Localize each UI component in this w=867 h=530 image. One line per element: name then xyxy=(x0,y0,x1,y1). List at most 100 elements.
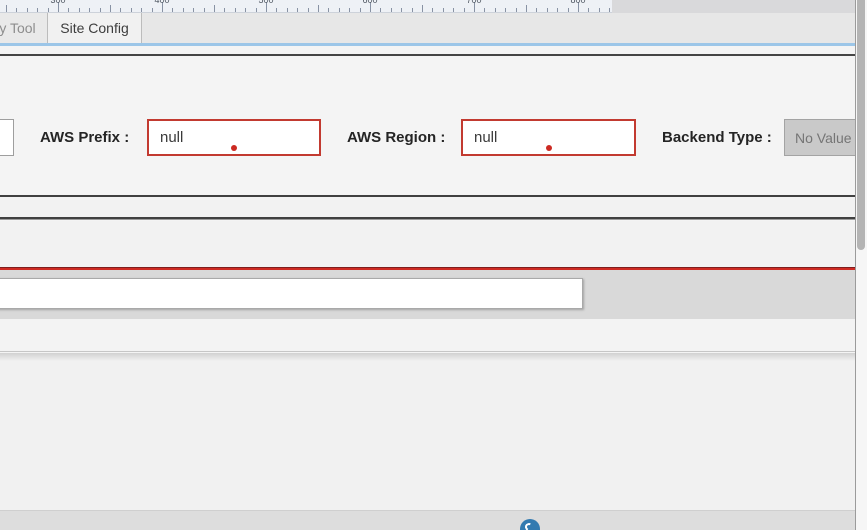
ruler-tick xyxy=(89,8,91,12)
ruler-tick xyxy=(16,8,18,12)
ruler-tick xyxy=(474,2,475,12)
ruler-tick xyxy=(151,8,153,12)
ruler-tick xyxy=(588,8,590,12)
ruler-tick xyxy=(182,8,184,12)
ruler-tick xyxy=(266,2,267,12)
ruler-tick xyxy=(370,2,371,12)
tab-query-tool[interactable]: y Tool xyxy=(0,13,48,43)
aws-region-label: AWS Region : xyxy=(347,129,446,146)
panel-splitter-red[interactable] xyxy=(0,267,855,270)
backend-type-value: No Value xyxy=(795,129,852,146)
backend-type-disabled-box: No Value xyxy=(784,119,867,156)
ruler-tick xyxy=(505,8,507,12)
ruler-tick xyxy=(598,8,600,12)
validation-dot xyxy=(545,145,552,151)
tab-bar: y Tool Site Config xyxy=(0,13,867,43)
ruler-tick xyxy=(120,8,122,12)
ruler-tick xyxy=(338,8,340,12)
ruler-tick xyxy=(286,8,288,12)
ruler-tick xyxy=(349,8,351,12)
aws-region-field-wrapper xyxy=(461,119,636,156)
ruler-label: 700 xyxy=(466,0,482,5)
floating-action-button[interactable] xyxy=(520,519,540,530)
ruler-tick xyxy=(307,8,309,12)
ruler-label: 600 xyxy=(362,0,378,5)
tab-site-config[interactable]: Site Config xyxy=(48,13,142,43)
ruler-tick xyxy=(546,8,548,12)
ruler-tick xyxy=(463,8,465,12)
ruler-tick xyxy=(58,2,59,12)
ruler-tick xyxy=(255,8,257,12)
ruler-tick xyxy=(6,5,7,12)
ruler-tick xyxy=(203,8,205,12)
ruler-tick xyxy=(536,8,538,12)
ruler-tick xyxy=(276,8,278,12)
panel-strip-top xyxy=(0,46,867,54)
ruler-tick xyxy=(557,8,559,12)
measurement-ruler: 300 400 500 600 700 800 xyxy=(0,0,867,13)
tab-label: Site Config xyxy=(60,20,129,36)
ruler-tick xyxy=(515,8,517,12)
ruler-tick xyxy=(453,8,455,12)
ruler-tick xyxy=(318,5,319,12)
ruler-tick xyxy=(609,8,611,12)
ruler-tick xyxy=(26,8,28,12)
ruler-tick xyxy=(297,8,299,12)
scrollbar-thumb[interactable] xyxy=(857,0,865,250)
vertical-scrollbar[interactable] xyxy=(856,0,867,530)
bottom-divider xyxy=(0,510,867,511)
ruler-tick xyxy=(411,8,413,12)
content-right-border xyxy=(855,0,856,530)
ruler-tick xyxy=(567,8,569,12)
ruler-tick xyxy=(141,8,143,12)
ruler-scale: 300 400 500 600 700 800 xyxy=(0,0,612,13)
clipped-left-input[interactable] xyxy=(0,119,14,156)
ruler-tick xyxy=(234,8,236,12)
backend-type-label: Backend Type : xyxy=(662,129,772,146)
ruler-tick xyxy=(193,8,195,12)
ruler-tick xyxy=(380,8,382,12)
ruler-tick xyxy=(37,8,39,12)
strip-shadow xyxy=(0,353,855,361)
ruler-tick xyxy=(130,8,132,12)
ruler-label: 300 xyxy=(50,0,66,5)
ruler-tick xyxy=(390,8,392,12)
collapsed-panel-2 xyxy=(0,221,867,267)
ruler-tick xyxy=(422,5,423,12)
ruler-tick xyxy=(245,8,247,12)
ruler-tick xyxy=(162,2,163,12)
aws-prefix-label: AWS Prefix : xyxy=(40,129,130,146)
panel-splitter-1[interactable] xyxy=(0,54,855,56)
collapsed-panel-1 xyxy=(0,197,867,217)
ruler-tick xyxy=(99,8,101,12)
ruler-tick xyxy=(78,8,80,12)
wide-text-input[interactable] xyxy=(0,278,583,309)
ruler-tick xyxy=(432,8,434,12)
arc-icon xyxy=(523,521,535,530)
toolbar-strip xyxy=(0,319,867,352)
ruler-tick xyxy=(224,8,226,12)
ruler-label: 400 xyxy=(154,0,170,5)
panel-splitter-3[interactable] xyxy=(0,217,855,220)
aws-prefix-field-wrapper xyxy=(147,119,321,156)
bottom-status-band xyxy=(0,511,867,530)
empty-results-panel xyxy=(0,353,867,510)
ruler-tick xyxy=(68,8,70,12)
tab-label: y Tool xyxy=(0,20,36,36)
ruler-tick xyxy=(214,5,215,12)
ruler-tick xyxy=(578,2,579,12)
ruler-tick xyxy=(442,8,444,12)
ruler-label: 800 xyxy=(570,0,586,5)
ruler-tick xyxy=(526,5,527,12)
active-tab-underline xyxy=(0,43,867,46)
ruler-tick xyxy=(484,8,486,12)
form-panel xyxy=(0,56,867,195)
ruler-label: 500 xyxy=(258,0,274,5)
ruler-tick xyxy=(172,8,174,12)
ruler-tick xyxy=(328,8,330,12)
ruler-tick xyxy=(401,8,403,12)
panel-splitter-2[interactable] xyxy=(0,195,855,197)
ruler-tick xyxy=(494,8,496,12)
ruler-tick xyxy=(359,8,361,12)
